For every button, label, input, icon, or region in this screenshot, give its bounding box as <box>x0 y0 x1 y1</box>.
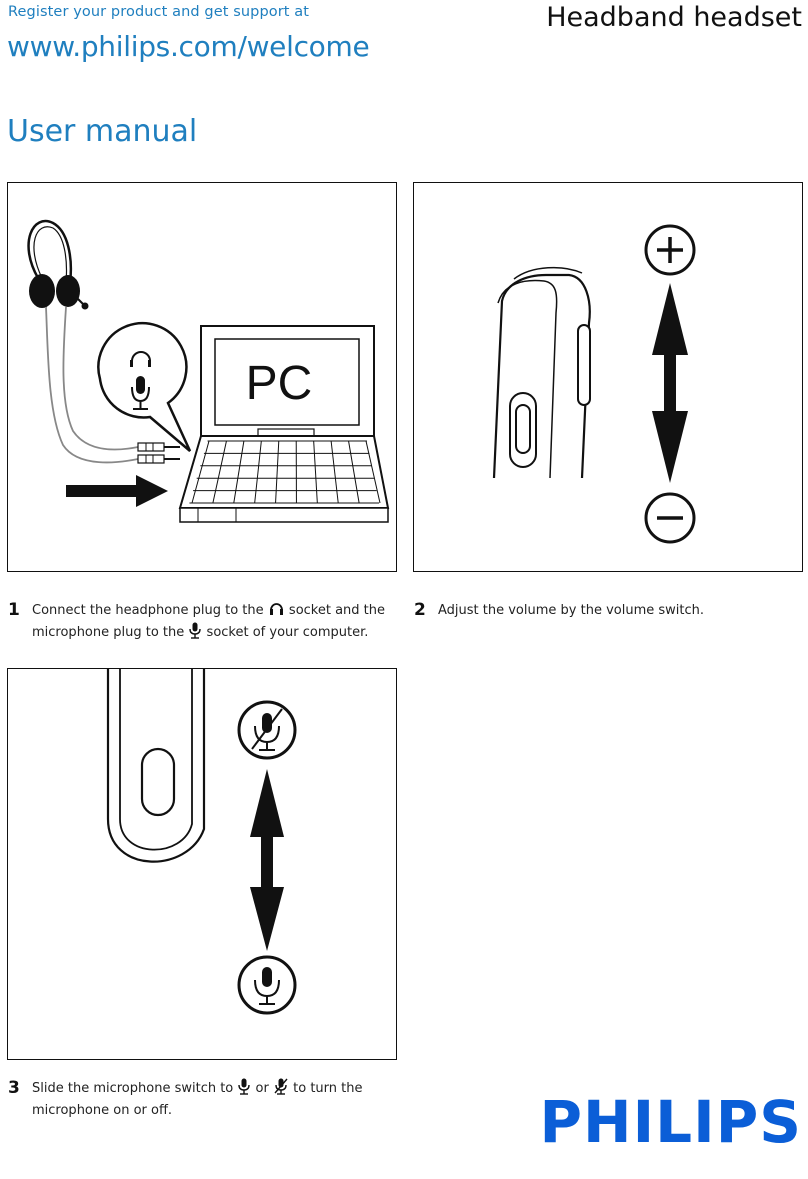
philips-logo: PHILIPS <box>539 1088 802 1156</box>
headphone-plug <box>137 442 180 452</box>
jack-callout-bubble <box>97 321 192 452</box>
headphone-icon <box>269 603 283 615</box>
step-1-text-a: Connect the headphone plug to the <box>32 603 264 618</box>
pc-screen-label: PC <box>246 357 313 410</box>
microphone-plug <box>137 454 180 464</box>
step-1-text-b: socket and the <box>288 603 386 618</box>
step-1-text: Connect the headphone plug to the socket… <box>32 600 402 644</box>
keyboard-col-line <box>330 440 339 504</box>
microphone-icon <box>189 622 202 639</box>
laptop-pc <box>178 325 390 523</box>
keyboard-col-line <box>275 440 280 504</box>
step-1-text-c: microphone plug to the <box>32 625 185 640</box>
keyboard-col-line <box>212 440 227 504</box>
step-1-text-d: socket of your computer. <box>206 625 369 640</box>
keyboard-col-line <box>365 440 381 504</box>
connect-pc-illustration: PC <box>27 219 390 523</box>
volume-down-icon <box>644 492 696 544</box>
step-3-text: Slide the microphone switch to or to tur… <box>32 1078 412 1122</box>
mic-switch-illustration <box>106 669 297 1015</box>
mic-on-icon <box>237 955 297 1015</box>
step-3-number: 3 <box>8 1078 20 1098</box>
microphone-on-inline-icon <box>238 1078 251 1095</box>
left-earcup <box>29 274 55 308</box>
mic-switch-double-arrow <box>250 769 284 951</box>
register-text: Register your product and get support at <box>8 4 310 20</box>
product-name: Headband headset <box>546 2 802 33</box>
keyboard-col-line <box>191 440 210 504</box>
illustration-connect-pc: PC <box>7 182 397 572</box>
keyboard-col-line <box>233 440 245 504</box>
mic-off-icon <box>237 700 297 760</box>
illustration-mic-switch <box>7 668 397 1060</box>
right-earcup <box>56 275 80 307</box>
illustration-volume-switch <box>413 182 803 572</box>
keyboard-col-line <box>313 440 318 504</box>
keyboard-col-line <box>348 440 360 504</box>
volume-rocker <box>577 324 591 406</box>
step-3-text-b: or <box>255 1081 269 1096</box>
volume-switch-illustration <box>492 224 696 544</box>
insert-arrow <box>66 475 168 507</box>
microphone-off-inline-icon <box>274 1078 288 1095</box>
step-2-number: 2 <box>414 600 426 620</box>
volume-up-icon <box>644 224 696 276</box>
support-url-link[interactable]: www.philips.com/welcome <box>7 30 370 63</box>
step-3-text-c: to turn the <box>293 1081 363 1096</box>
step-1-number: 1 <box>8 600 20 620</box>
step-3-text-d: microphone on or off. <box>32 1103 173 1118</box>
step-3-text-a: Slide the microphone switch to <box>32 1081 234 1096</box>
keyboard-col-line <box>254 440 262 504</box>
volume-double-arrow <box>652 283 688 483</box>
manual-title: User manual <box>7 114 198 149</box>
step-2-text: Adjust the volume by the volume switch. <box>438 603 704 618</box>
mic-switch-knob <box>140 747 176 817</box>
